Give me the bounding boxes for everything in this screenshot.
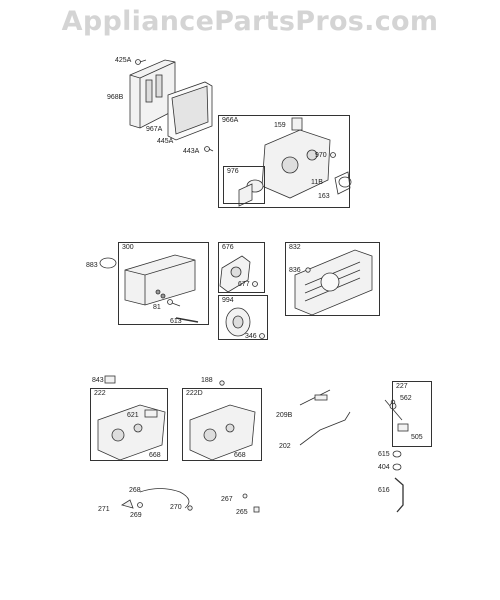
callout-271: 271 <box>98 506 110 513</box>
part-81-bolt[interactable] <box>167 299 181 307</box>
callout-222: 222 <box>93 390 107 398</box>
callout-222D: 222D <box>185 390 204 398</box>
part-300-muffler[interactable] <box>124 254 196 306</box>
callout-346: 346 <box>245 333 257 340</box>
callout-621: 621 <box>127 412 139 419</box>
callout-613: 613 <box>170 318 182 325</box>
callout-970: 970 <box>315 152 327 159</box>
callout-163: 163 <box>318 193 330 200</box>
callout-268: 268 <box>129 487 141 494</box>
part-967A-filter[interactable] <box>167 81 213 141</box>
callout-300: 300 <box>121 244 135 252</box>
callout-188: 188 <box>201 377 213 384</box>
part-404-washer[interactable] <box>392 463 402 471</box>
group-box-994 <box>218 295 268 340</box>
part-505-knob[interactable] <box>397 423 409 432</box>
part-425A-screw[interactable] <box>135 59 147 65</box>
part-270-clip[interactable] <box>187 505 193 511</box>
callout-443A: 443A <box>183 148 200 155</box>
part-883-gasket[interactable] <box>99 257 117 269</box>
part-616-shaft[interactable] <box>394 477 404 513</box>
part-843-pad[interactable] <box>104 375 116 384</box>
callout-968B: 968B <box>107 94 124 101</box>
group-box-300 <box>118 242 209 325</box>
part-615-washer[interactable] <box>392 450 402 458</box>
callout-994: 994 <box>221 297 235 305</box>
part-832-muffler-guard[interactable] <box>294 249 373 316</box>
callout-11B: 11B <box>311 179 323 186</box>
group-box-222D <box>182 388 262 461</box>
callout-668-a: 668 <box>149 452 161 459</box>
part-202-link[interactable] <box>299 411 351 446</box>
watermark-text: AppliancePartsPros.com <box>61 6 439 37</box>
part-209B-governor-spring[interactable] <box>299 389 331 406</box>
callout-227: 227 <box>395 383 409 391</box>
callout-404: 404 <box>378 464 390 471</box>
group-box-976 <box>223 166 265 204</box>
part-163-gasket[interactable] <box>334 171 351 195</box>
callout-425A: 425A <box>115 57 132 64</box>
callout-269: 269 <box>130 512 142 519</box>
part-188-screw[interactable] <box>219 380 225 386</box>
part-676-deflector[interactable] <box>219 255 251 293</box>
part-159-fitting[interactable] <box>291 117 303 131</box>
part-269-cable-end[interactable] <box>137 502 143 508</box>
callout-676: 676 <box>221 244 235 252</box>
callout-505: 505 <box>411 434 423 441</box>
callout-832: 832 <box>288 244 302 252</box>
part-265-nut[interactable] <box>253 506 260 513</box>
part-677-screw[interactable] <box>252 281 258 287</box>
part-11B-gasket[interactable] <box>338 176 352 188</box>
callout-883: 883 <box>86 262 98 269</box>
part-267-screw[interactable] <box>242 493 248 499</box>
callout-976: 976 <box>226 168 240 176</box>
group-box-966A <box>218 115 350 208</box>
callout-267: 267 <box>221 496 233 503</box>
part-976-float[interactable] <box>238 179 264 207</box>
group-box-832 <box>285 242 380 316</box>
part-970-screw[interactable] <box>330 152 336 158</box>
callout-967A: 967A <box>146 126 163 133</box>
callout-202: 202 <box>279 443 291 450</box>
group-box-222 <box>90 388 168 461</box>
group-box-227 <box>392 381 432 447</box>
callout-966A: 966A <box>221 117 240 125</box>
part-836-screw[interactable] <box>305 267 311 273</box>
callout-159: 159 <box>274 122 286 129</box>
callout-677: 677 <box>238 281 250 288</box>
callout-445A: 445A <box>157 138 174 145</box>
part-227-lever[interactable] <box>384 399 403 421</box>
callout-209B: 209B <box>276 412 293 419</box>
part-271-clamp[interactable] <box>121 499 134 509</box>
callout-668-b: 668 <box>234 452 246 459</box>
part-621-spring[interactable] <box>144 409 158 418</box>
callout-616: 616 <box>378 487 390 494</box>
callout-615: 615 <box>378 451 390 458</box>
callout-270: 270 <box>170 504 182 511</box>
part-443A-screw[interactable] <box>204 146 214 152</box>
part-613-bolt[interactable] <box>175 317 199 323</box>
callout-836: 836 <box>289 267 301 274</box>
part-346-screw[interactable] <box>259 333 265 339</box>
callout-562: 562 <box>400 395 412 402</box>
callout-265: 265 <box>236 509 248 516</box>
callout-843: 843 <box>92 377 104 384</box>
part-222D-control-bracket[interactable] <box>189 404 256 461</box>
part-994-spark-arrester[interactable] <box>225 307 251 337</box>
group-box-676 <box>218 242 265 293</box>
callout-81: 81 <box>153 304 161 311</box>
part-268-cable[interactable] <box>139 488 190 509</box>
part-222-control-bracket[interactable] <box>97 404 166 461</box>
